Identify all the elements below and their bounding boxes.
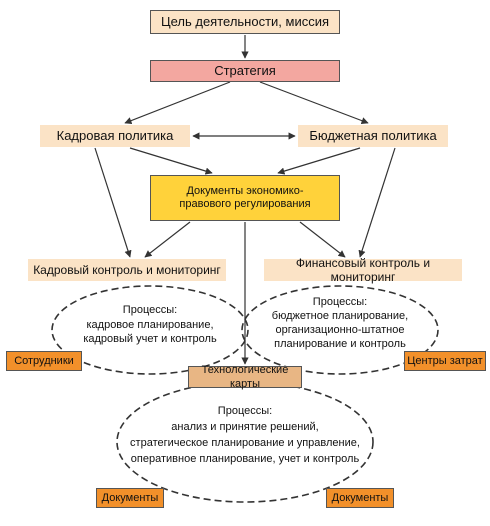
documents-left-box: Документы xyxy=(96,488,164,508)
hr-processes-lines: кадровое планирование, кадровый учет и к… xyxy=(83,319,217,345)
finance-control-box: Финансовый контроль и мониторинг xyxy=(264,256,462,284)
arrow-strategy-hr-policy xyxy=(124,81,231,124)
finance-processes-lines: бюджетное планирование, организационно-ш… xyxy=(271,310,409,350)
employees-box: Сотрудники xyxy=(6,351,82,371)
finance-processes-cycle xyxy=(241,285,439,375)
arrow-strategy-budget-policy xyxy=(259,81,369,125)
cost-centers-box: Центры затрат xyxy=(404,351,486,371)
hr-processes-title: Процессы: xyxy=(122,304,178,316)
documents-right-box: Документы xyxy=(326,488,394,508)
arrow-budget-policy-fin-control xyxy=(358,147,396,258)
goal-box: Цель деятельности, миссия xyxy=(150,10,340,34)
strategy-box: Стратегия xyxy=(150,60,340,82)
arrow-budget-policy-docs xyxy=(277,147,361,175)
hr-policy-box: Кадровая политика xyxy=(40,125,190,147)
arrow-docs-hr-control xyxy=(144,221,191,258)
hr-control-box: Кадровый контроль и мониторинг xyxy=(28,259,226,281)
arrow-hr-policy-docs xyxy=(129,147,213,175)
arrow-docs-fin-control xyxy=(299,221,346,258)
main-processes-title: Процессы: xyxy=(217,405,273,417)
finance-processes-title: Процессы: xyxy=(312,296,368,308)
arrow-hr-policy-hr-control xyxy=(94,147,132,258)
documents-regulation-box: Документы экономико-правового регулирова… xyxy=(150,175,340,221)
budget-policy-box: Бюджетная политика xyxy=(298,125,448,147)
hr-processes-cycle xyxy=(51,285,249,375)
main-processes-lines: анализ и принятие решений, стратегическо… xyxy=(130,421,360,465)
tech-maps-box: Технологические карты xyxy=(188,364,302,390)
